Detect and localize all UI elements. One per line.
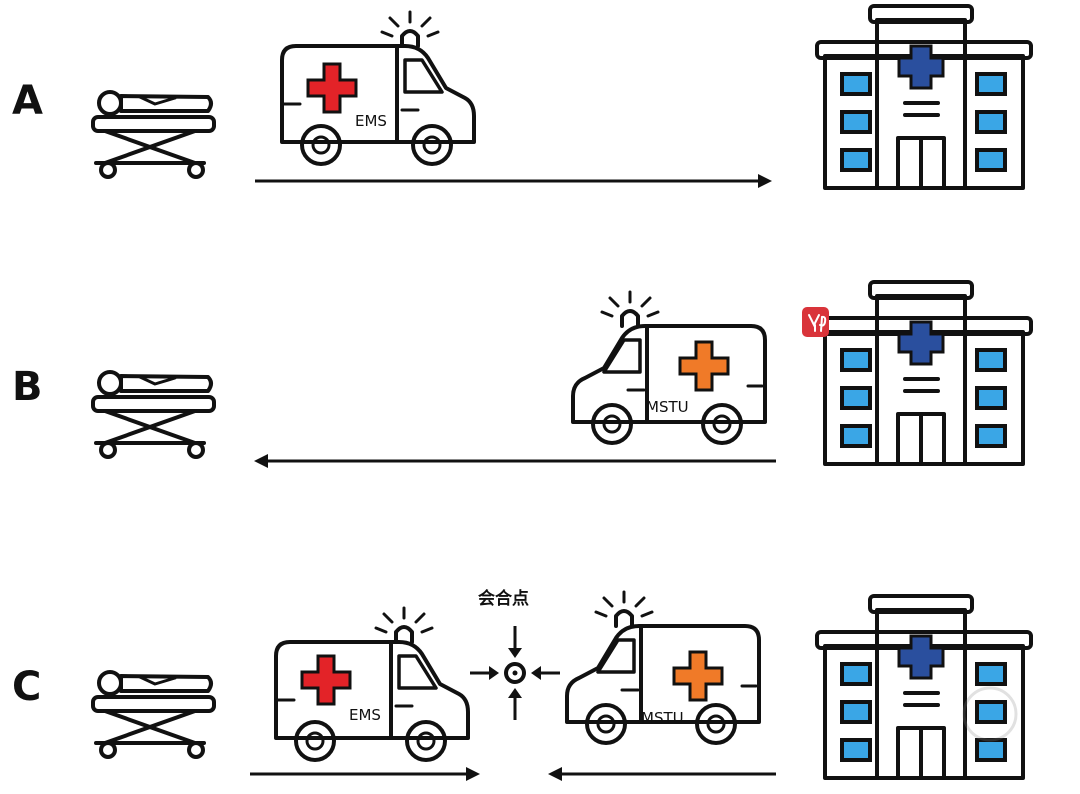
stretcher-patient-icon (91, 370, 216, 459)
ambulance-icon-mstu-c: MSTU (565, 590, 761, 745)
meeting-point-label: 会合点 (478, 588, 529, 609)
ems-label-c: EMS (349, 706, 381, 724)
orange-cross-icon (678, 340, 730, 392)
mstu-label-b: MSTU (646, 398, 689, 416)
mstu-label-c: MSTU (641, 709, 684, 727)
stretcher-patient-icon (91, 90, 216, 179)
ambulance-icon-ems-c: EMS (274, 606, 470, 762)
row-a-letter: A (12, 78, 43, 124)
hospital-icon-b (815, 280, 1033, 466)
arrow-a (255, 174, 772, 188)
orange-cross-icon (672, 650, 724, 702)
ems-label-a: EMS (355, 112, 387, 130)
arrow-b (254, 454, 776, 468)
hospital-icon-a (815, 4, 1033, 190)
watermark-icon (962, 686, 1018, 742)
stretcher-patient-icon (91, 670, 216, 759)
ambulance-icon-mstu-b: MSTU (571, 290, 767, 445)
row-c-letter: C (12, 664, 41, 710)
hospital-badge-icon (802, 307, 829, 337)
arrow-c-left (250, 767, 480, 781)
arrow-c-right (548, 767, 776, 781)
red-cross-icon (300, 654, 352, 706)
ambulance-icon-ems-a: EMS (280, 10, 476, 166)
row-b-letter: B (12, 364, 43, 410)
convergence-target-icon (470, 626, 560, 720)
red-cross-icon (306, 62, 358, 114)
hospital-icon-c (815, 594, 1033, 780)
